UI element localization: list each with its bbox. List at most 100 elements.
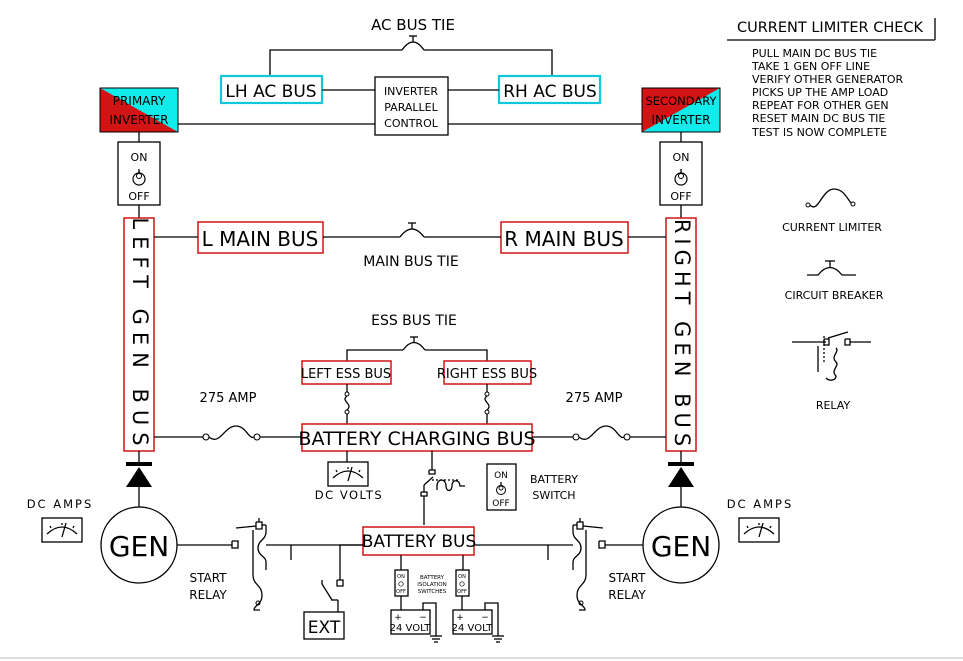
- right-battery-isolation-switch[interactable]: ON OFF: [455, 569, 470, 597]
- right-dc-amps-meter: [738, 517, 780, 543]
- left-start-relay-line1: START: [189, 571, 227, 585]
- left-battery-plus: +: [394, 613, 402, 623]
- right-ground-icon: [492, 635, 504, 643]
- right-gen-bus-label: RIGHT GEN BUS: [670, 219, 694, 451]
- check-step: PICKS UP THE AMP LOAD: [752, 86, 888, 99]
- inverter-parallel-control-box: [374, 76, 449, 136]
- battery-charging-bus-label: BATTERY CHARGING BUS: [298, 428, 535, 450]
- current-limiter-check-title: CURRENT LIMITER CHECK: [737, 20, 924, 36]
- check-step: TAKE 1 GEN OFF LINE: [751, 60, 870, 73]
- toggle-switch-icon: [132, 169, 146, 186]
- battery-bus-box: [362, 526, 475, 556]
- primary-inverter-line2: INVERTER: [109, 113, 168, 127]
- battery-relay-icon: [420, 451, 465, 525]
- svg-text:LEFT GEN BUS: LEFT GEN BUS: [128, 217, 152, 452]
- right-diode-icon: [668, 462, 694, 487]
- ext-power-box: [303, 611, 345, 640]
- right-battery-minus: −: [481, 613, 489, 623]
- primary-inverter-line1: PRIMARY: [113, 94, 166, 108]
- battery-isolation-line1: BATTERY: [420, 575, 445, 581]
- rh-ac-bus-box: [497, 74, 602, 105]
- right-inverter-switch[interactable]: ON OFF: [659, 141, 703, 206]
- battery-isolation-line2: ISOLATION: [417, 582, 446, 588]
- l-main-bus-label: L MAIN BUS: [202, 227, 319, 251]
- toggle-switch-icon: [496, 482, 506, 495]
- right-275-amp-current-limiter-icon: [572, 425, 631, 441]
- right-inverter-switch-off: OFF: [670, 190, 691, 203]
- right-inverter-switch-on: ON: [673, 151, 690, 164]
- toggle-switch-icon: [674, 169, 688, 186]
- ac-bus-tie-breaker-icon: [401, 35, 425, 51]
- left-battery-isolation-switch[interactable]: ON OFF: [394, 569, 409, 597]
- right-24-volt-label: 24 VOLT: [452, 623, 494, 634]
- left-ess-bus-label: LEFT ESS BUS: [301, 367, 391, 382]
- main-bus-tie-breaker-icon: [399, 222, 425, 238]
- right-start-relay-line2: RELAY: [608, 588, 646, 602]
- l-main-bus-box: [197, 221, 324, 254]
- left-275-amp-current-limiter-icon: [202, 425, 261, 441]
- right-ess-bus-label: RIGHT ESS BUS: [437, 367, 537, 382]
- left-gen-bus-label: LEFT GEN BUS: [128, 217, 152, 452]
- right-275-amp-label: 275 AMP: [566, 391, 623, 406]
- dc-volts-label: DC VOLTS: [315, 488, 383, 502]
- left-ground-icon: [430, 635, 442, 643]
- left-battery-minus: −: [419, 613, 427, 623]
- left-inverter-switch[interactable]: ON OFF: [117, 141, 161, 206]
- battery-switch-label-line1: BATTERY: [530, 473, 578, 486]
- left-dc-amps-meter: [41, 517, 83, 543]
- dc-volts-meter: [327, 461, 369, 487]
- left-gen-bus-box: [123, 217, 155, 452]
- right-iso-off: OFF: [457, 589, 467, 595]
- check-step: REPEAT FOR OTHER GEN: [752, 99, 889, 112]
- battery-bus-label: BATTERY BUS: [362, 532, 477, 552]
- left-gen-label: GEN: [109, 530, 169, 563]
- secondary-inverter-block: SECONDARY INVERTER: [641, 87, 721, 133]
- left-inverter-switch-on: ON: [131, 151, 148, 164]
- left-dc-amps-label: DC AMPS: [27, 497, 94, 511]
- legend-circuit-breaker-label: CIRCUIT BREAKER: [785, 289, 884, 302]
- svg-text:RIGHT GEN BUS: RIGHT GEN BUS: [670, 219, 694, 451]
- inverter-parallel-line3: CONTROL: [384, 117, 439, 130]
- right-battery-plus: +: [456, 613, 464, 623]
- rh-ac-bus-label: RH AC BUS: [503, 82, 597, 102]
- legend-current-limiter-icon: [805, 188, 856, 208]
- ess-bus-tie-label: ESS BUS TIE: [371, 313, 457, 329]
- left-start-relay-icon: [231, 518, 267, 611]
- secondary-inverter-line2: INVERTER: [651, 113, 710, 127]
- right-iso-on: ON: [458, 574, 466, 580]
- inverter-parallel-line2: PARALLEL: [384, 101, 438, 114]
- check-step: TEST IS NOW COMPLETE: [751, 126, 887, 139]
- battery-charging-bus-box: [301, 423, 533, 452]
- ess-bus-tie-breaker-icon: [402, 336, 426, 351]
- right-24-volt-battery: [452, 609, 493, 635]
- left-ess-current-limiter-icon: [344, 384, 350, 424]
- legend-relay-icon: [792, 331, 871, 381]
- primary-inverter-block: PRIMARY INVERTER: [99, 87, 179, 133]
- ext-power-relay-icon: [321, 579, 344, 612]
- battery-switch[interactable]: ON OFF: [486, 463, 517, 511]
- lh-ac-bus-label: LH AC BUS: [225, 82, 316, 102]
- right-gen-label: GEN: [651, 530, 711, 563]
- r-main-bus-label: R MAIN BUS: [504, 227, 623, 251]
- left-iso-off: OFF: [396, 589, 406, 595]
- main-bus-tie-label: MAIN BUS TIE: [363, 254, 458, 270]
- legend-relay-label: RELAY: [816, 399, 851, 412]
- check-step: RESET MAIN DC BUS TIE: [752, 112, 885, 125]
- left-iso-on: ON: [397, 574, 405, 580]
- right-ess-current-limiter-icon: [484, 384, 490, 424]
- right-start-relay-icon: [572, 518, 606, 611]
- legend-circuit-breaker-icon: [807, 260, 856, 276]
- left-275-amp-label: 275 AMP: [200, 391, 257, 406]
- left-24-volt-label: 24 VOLT: [390, 623, 432, 634]
- check-step: PULL MAIN DC BUS TIE: [752, 47, 877, 60]
- ac-bus-tie-label: AC BUS TIE: [371, 16, 455, 34]
- r-main-bus-box: [500, 221, 629, 254]
- battery-isolation-line3: SWITCHES: [418, 589, 447, 595]
- current-limiter-check-steps: PULL MAIN DC BUS TIE TAKE 1 GEN OFF LINE…: [751, 47, 904, 139]
- left-24-volt-battery: [390, 609, 431, 635]
- ext-label: EXT: [308, 618, 341, 638]
- right-gen-bus-box: [665, 217, 697, 452]
- secondary-inverter-line1: SECONDARY: [645, 94, 717, 108]
- battery-switch-off: OFF: [492, 499, 509, 509]
